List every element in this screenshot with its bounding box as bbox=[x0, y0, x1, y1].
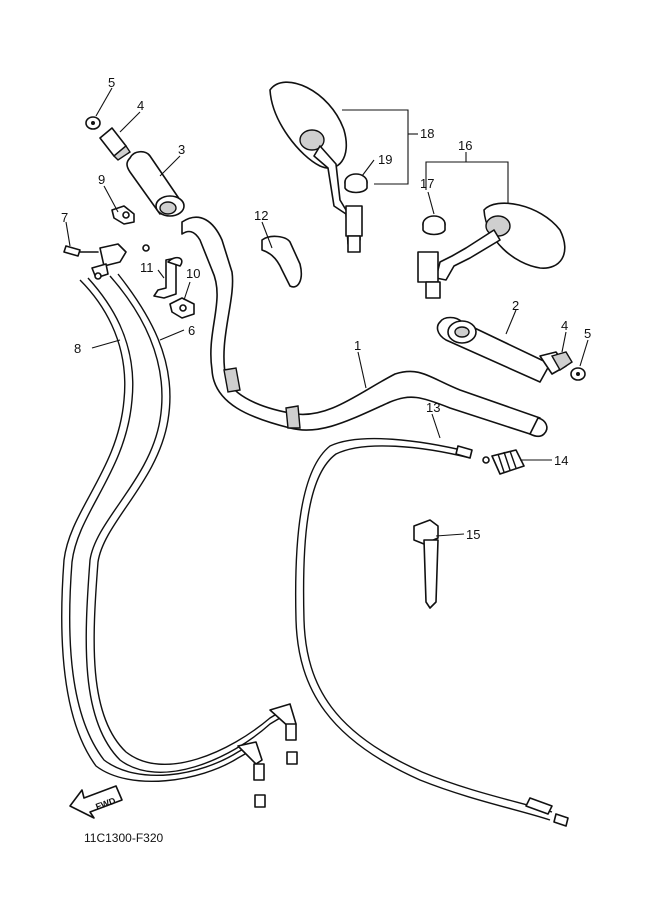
callout-5-left: 5 bbox=[108, 75, 115, 90]
bar-end-weight-right[interactable] bbox=[539, 351, 573, 375]
callout-12: 12 bbox=[254, 208, 268, 223]
callout-10: 10 bbox=[186, 266, 200, 281]
cable-holder-12[interactable] bbox=[261, 235, 303, 288]
clamp-bracket-11[interactable] bbox=[153, 256, 183, 299]
callout-16: 16 bbox=[458, 138, 472, 153]
callout-19: 19 bbox=[378, 152, 392, 167]
callout-4-right: 4 bbox=[561, 318, 568, 333]
callout-18: 18 bbox=[420, 126, 434, 141]
callout-7: 7 bbox=[61, 210, 68, 225]
mirror-cap-17[interactable] bbox=[422, 215, 446, 236]
cable-clamp-10[interactable] bbox=[169, 297, 195, 319]
callout-14: 14 bbox=[554, 453, 568, 468]
bar-end-screw-left[interactable] bbox=[85, 116, 101, 130]
callout-1: 1 bbox=[354, 338, 361, 353]
drawing-code: 11C1300-F320 bbox=[84, 831, 163, 845]
cable-tie-15[interactable] bbox=[413, 519, 439, 609]
clutch-cable-13[interactable] bbox=[294, 437, 569, 827]
callout-5-right: 5 bbox=[584, 326, 591, 341]
throttle-cable-6[interactable] bbox=[85, 273, 298, 773]
callout-13: 13 bbox=[426, 400, 440, 415]
grip-left[interactable] bbox=[436, 316, 551, 383]
callout-labels: 1 2 3 4 4 5 5 6 7 8 9 10 11 12 13 14 15 … bbox=[61, 75, 591, 542]
callout-4-left: 4 bbox=[137, 98, 144, 113]
callout-17: 17 bbox=[420, 176, 434, 191]
callout-8: 8 bbox=[74, 341, 81, 356]
mirror-cap-19[interactable] bbox=[344, 173, 368, 194]
callout-15: 15 bbox=[466, 527, 480, 542]
throttle-cable-8[interactable] bbox=[61, 277, 266, 808]
callout-11: 11 bbox=[140, 260, 154, 275]
forward-arrow-icon: FWD bbox=[69, 785, 123, 819]
bolt-7[interactable] bbox=[63, 245, 99, 257]
callout-3: 3 bbox=[178, 142, 185, 157]
cable-adjuster-14[interactable] bbox=[491, 449, 525, 475]
handlebar[interactable] bbox=[181, 216, 548, 438]
bar-end-screw-right[interactable] bbox=[570, 367, 586, 381]
callout-2: 2 bbox=[512, 298, 519, 313]
mirror-right[interactable] bbox=[417, 202, 566, 299]
throttle-grip[interactable] bbox=[126, 150, 185, 217]
callout-9: 9 bbox=[98, 172, 105, 187]
cable-clamp-9[interactable] bbox=[111, 205, 135, 225]
callout-6: 6 bbox=[188, 323, 195, 338]
bar-end-weight-left[interactable] bbox=[99, 127, 131, 161]
mirror-left[interactable] bbox=[269, 81, 363, 253]
throttle-cable-joint[interactable] bbox=[91, 243, 150, 280]
leader-lines bbox=[65, 87, 589, 537]
